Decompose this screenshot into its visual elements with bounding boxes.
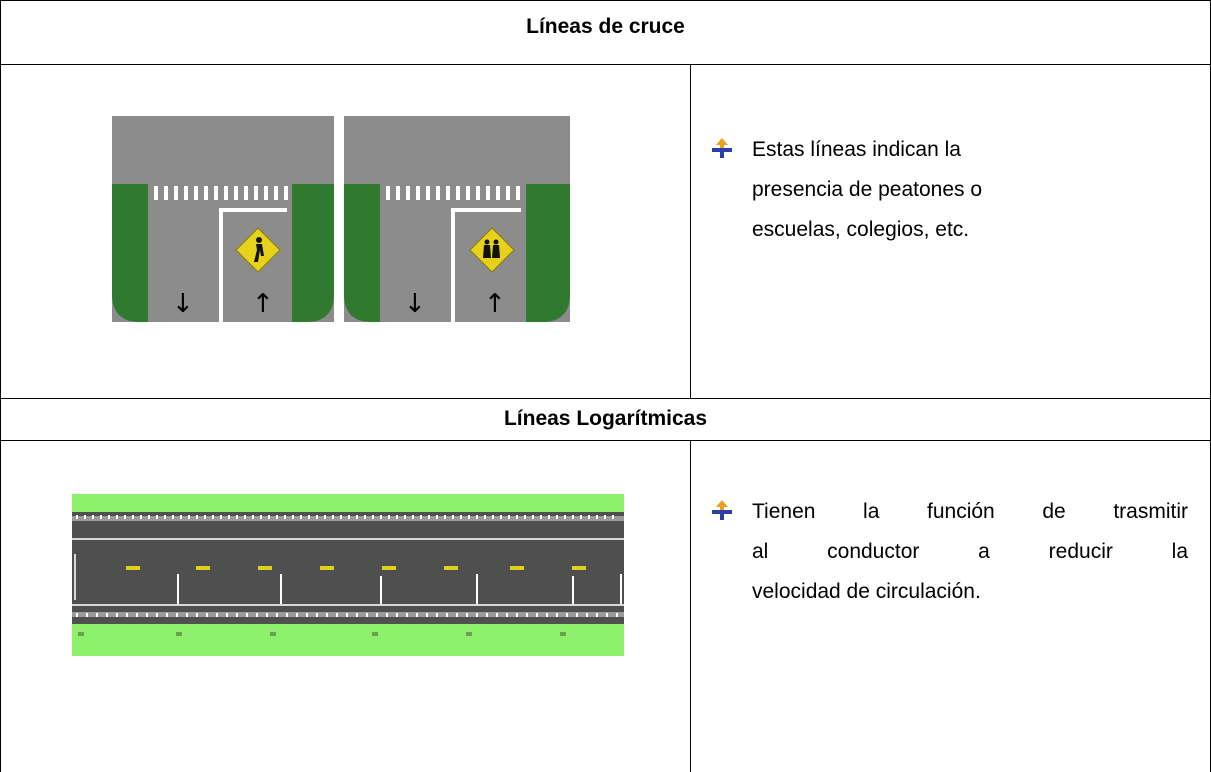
- crosswalk-illustration: ↓ ↑: [112, 116, 572, 322]
- bullet-line: al conductor a reducir la: [752, 540, 1188, 563]
- crosswalk-pedestrian-icon: ↓ ↑: [112, 116, 334, 322]
- bullet-line: escuelas, colegios, etc.: [752, 218, 970, 241]
- logarithmic-road-illustration: [72, 494, 624, 656]
- table-column-divider: [690, 440, 691, 772]
- table-border-left: [0, 0, 1, 772]
- logarithmic-road-lines-icon: [72, 494, 624, 656]
- bullet-line: Estas líneas indican la: [752, 138, 961, 161]
- arrow-down-label: ↓: [404, 289, 426, 319]
- arrow-down-label: ↓: [172, 289, 194, 319]
- bullet-line: Tienen la función de trasmitir: [752, 500, 1188, 523]
- crosswalk-school-icon: ↓ ↑: [344, 116, 570, 322]
- table-row-divider: [0, 398, 1211, 399]
- bullet-arrow-icon: [712, 500, 732, 520]
- bullet-item: Tienen la función de trasmitir al conduc…: [712, 492, 1192, 622]
- bullet-text: Estas líneas indican la presencia de pea…: [752, 130, 1192, 250]
- arrow-up-label: ↑: [484, 289, 506, 319]
- table-row-divider: [0, 64, 1211, 65]
- bullet-line: velocidad de circulación.: [752, 580, 981, 603]
- bullet-arrow-icon: [712, 138, 732, 158]
- section-title-logarithmic-lines: Líneas Logarítmicas: [503, 407, 708, 430]
- table-column-divider: [690, 64, 691, 398]
- bullet-text: Tienen la función de trasmitir al conduc…: [752, 492, 1188, 612]
- section-title-crossing-lines: Líneas de cruce: [526, 15, 685, 38]
- arrow-up-label: ↑: [252, 289, 274, 319]
- table-border-top: [0, 0, 1211, 1]
- table-row-divider: [0, 440, 1211, 441]
- bullet-line: presencia de peatones o: [752, 178, 983, 201]
- bullet-item: Estas líneas indican la presencia de pea…: [712, 130, 1192, 260]
